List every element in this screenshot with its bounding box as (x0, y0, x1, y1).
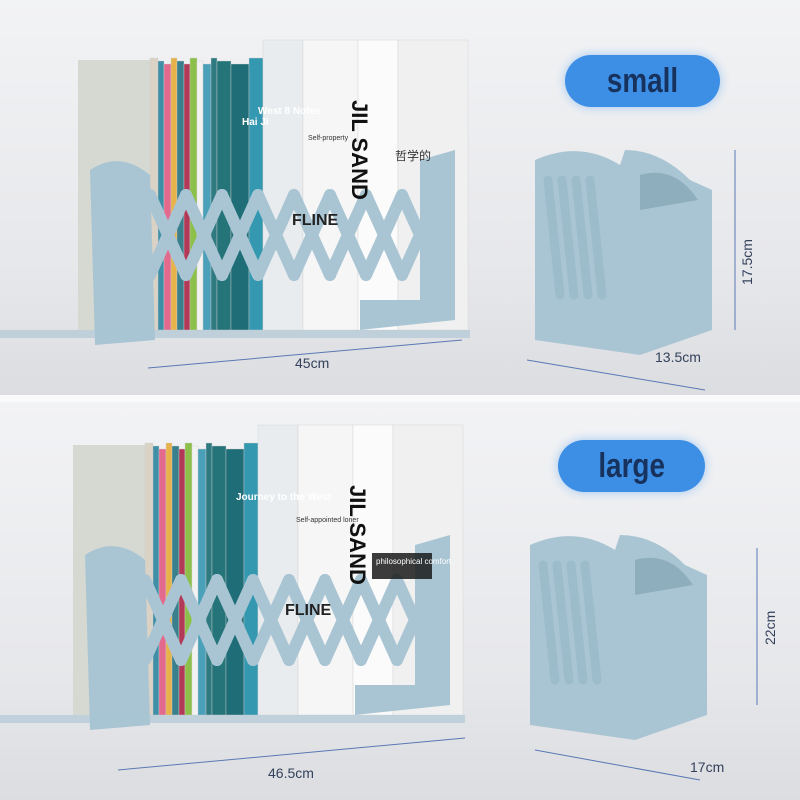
bookend-left (90, 161, 155, 345)
spine-fline-small: FLINE (292, 212, 339, 229)
depth-dimension-line-large (534, 749, 701, 781)
width-dimension-line-small (147, 339, 463, 369)
book (191, 445, 199, 716)
bookend-base (0, 715, 465, 723)
book (257, 424, 299, 716)
book (163, 63, 172, 331)
book (152, 445, 160, 716)
book (157, 60, 165, 331)
width-label-small: 45cm (295, 355, 329, 371)
height-label-small: 17.5cm (739, 239, 755, 285)
scissor-arm (360, 189, 408, 281)
bookend-left (85, 546, 150, 730)
small-bookend-scene (0, 39, 712, 355)
scissor-arm (216, 189, 264, 281)
scissor-arm (252, 189, 300, 281)
scissor-arm (580, 560, 602, 685)
book (165, 442, 173, 716)
size-badge-small: small (565, 55, 720, 107)
scissor-arm (391, 574, 439, 666)
scissor-arm (144, 189, 192, 281)
book (197, 448, 207, 716)
book (196, 60, 204, 331)
book (262, 39, 304, 331)
spine-chinese: 哲学的 (395, 148, 431, 163)
scissor-arm (571, 175, 593, 300)
spine-hai-ji: Hai Ji (242, 117, 269, 128)
bookend-right (355, 535, 450, 715)
spine-self-property: Self-property (308, 135, 349, 142)
book (230, 63, 250, 331)
depth-label-small: 13.5cm (655, 349, 701, 365)
book (302, 39, 359, 331)
scissor-arm (247, 574, 295, 666)
scissor-arm (288, 189, 336, 281)
depth-dimension-line-small (526, 359, 706, 391)
spine-loner: Self-appointed loner (296, 517, 359, 524)
scissor-arm (283, 574, 331, 666)
bookend-right (360, 150, 455, 330)
scissor-arm (543, 175, 565, 300)
scissor-arm (538, 560, 560, 685)
width-dimension-line-large (117, 737, 466, 771)
scissor-arm (324, 189, 372, 281)
spine-west-notes: West 8 Notes (258, 106, 321, 117)
spine-jil-sand-large: JIL SAND (345, 485, 370, 585)
scissor-arm (211, 574, 259, 666)
book (297, 424, 354, 716)
book (202, 63, 212, 331)
size-badge-large: large (558, 440, 705, 492)
scissor-arm (396, 189, 444, 281)
spine-fline-large: FLINE (285, 602, 332, 619)
book (225, 448, 245, 716)
large-bookend-scene (0, 424, 707, 740)
depth-label-large: 17cm (690, 759, 724, 775)
scissor-arm (552, 560, 574, 685)
scissor-arm (180, 189, 228, 281)
book (357, 39, 399, 331)
spine-jil-sand-small: JIL SAND (347, 100, 372, 200)
width-label-large: 46.5cm (268, 765, 314, 781)
divider (0, 395, 800, 402)
scissor-arm (566, 560, 588, 685)
spine-philosophical: philosophical comfort (376, 557, 452, 566)
scissor-arm (319, 574, 367, 666)
height-label-large: 22cm (762, 611, 778, 645)
book (170, 57, 178, 331)
scissor-arm (175, 574, 223, 666)
bookend-handle (640, 172, 698, 210)
scissor-arm (139, 574, 187, 666)
scissor-arm (557, 175, 579, 300)
scissor-arm (355, 574, 403, 666)
spine-journey: Journey to the West (236, 492, 332, 503)
book (158, 448, 167, 716)
scissor-arm (585, 175, 607, 300)
bookend-handle (635, 557, 693, 595)
bookend-base (0, 330, 470, 338)
